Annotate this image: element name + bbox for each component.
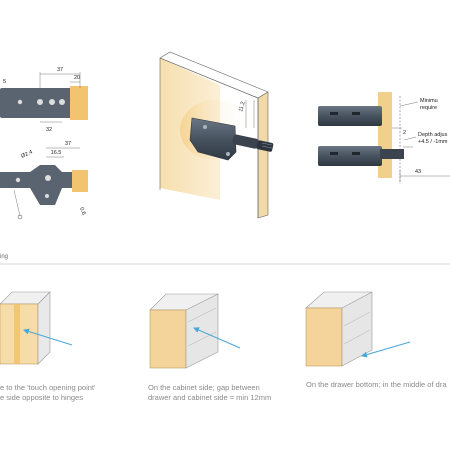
dim-43-label: 43 <box>415 169 421 175</box>
mount-position-left <box>0 291 73 365</box>
dim-11-2-label: 11.2 <box>238 101 246 112</box>
cabinet-box-middle <box>149 309 187 369</box>
cabinet-edge <box>257 91 269 219</box>
caption-right-line1: On the drawer bottom; in the middle of d… <box>306 380 447 389</box>
device-plate-bottom <box>0 165 82 205</box>
dim-angle-label: 0.6 <box>78 207 86 216</box>
device-plate-top <box>0 88 86 118</box>
mount-position-right <box>305 291 411 367</box>
caption-middle: On the cabinet side; gap between drawer … <box>148 383 288 403</box>
screw-hole <box>49 99 55 105</box>
device-side-top <box>318 106 382 126</box>
arrow-right <box>361 341 411 358</box>
wood-edge-top <box>70 86 88 120</box>
dim-edge-label: 5 <box>3 79 6 85</box>
drill-drawing-top: 37 20 32 5 <box>0 67 88 133</box>
dim-diameter-label: Ø2.4 <box>20 149 33 159</box>
cabinet-box-right <box>305 307 343 367</box>
dim-16-5-label: 16.5 <box>51 150 62 156</box>
arrow-left <box>23 328 73 346</box>
dim-37-label: 37 <box>57 67 63 73</box>
device-plunger <box>380 149 404 159</box>
section-label: ing <box>0 254 9 260</box>
dim-gap-label: 2 <box>403 130 406 136</box>
wood-edge-bottom <box>72 170 88 192</box>
drill-drawing-bottom: 37 16.5 Ø2.4 0.6 <box>0 141 88 220</box>
side-view-diagram: Minimu require 2 Depth adjus +4.5 / -1mm… <box>318 92 450 184</box>
arrow-middle <box>193 327 241 349</box>
caption-middle-line2: drawer and cabinet side = min 12mm <box>148 393 272 402</box>
depth-label-line1: Depth adjus <box>418 132 448 138</box>
screw-hole <box>17 99 23 105</box>
caption-middle-line1: On the cabinet side; gap between <box>148 383 260 392</box>
caption-left-line2: e side opposite to hinges <box>0 393 83 402</box>
screw-hole <box>59 99 65 105</box>
caption-left: e to the 'touch opening point' e side op… <box>0 383 130 403</box>
depth-label-line2: +4.5 / -1mm <box>418 139 448 145</box>
minimum-label-line2: require <box>420 105 437 111</box>
device-side-bottom <box>318 146 382 166</box>
screw-hole <box>37 99 43 105</box>
minimum-label-line1: Minimu <box>420 98 438 104</box>
caption-left-line1: e to the 'touch opening point' <box>0 383 96 392</box>
dim-20-label: 20 <box>74 75 80 81</box>
push-latch-device <box>189 117 274 161</box>
dim-37b-label: 37 <box>65 141 71 147</box>
caption-right: On the drawer bottom; in the middle of d… <box>306 380 450 390</box>
cabinet-perspective: 11.2 <box>159 51 274 219</box>
dim-32-label: 32 <box>46 127 52 133</box>
mount-position-middle <box>149 293 241 369</box>
